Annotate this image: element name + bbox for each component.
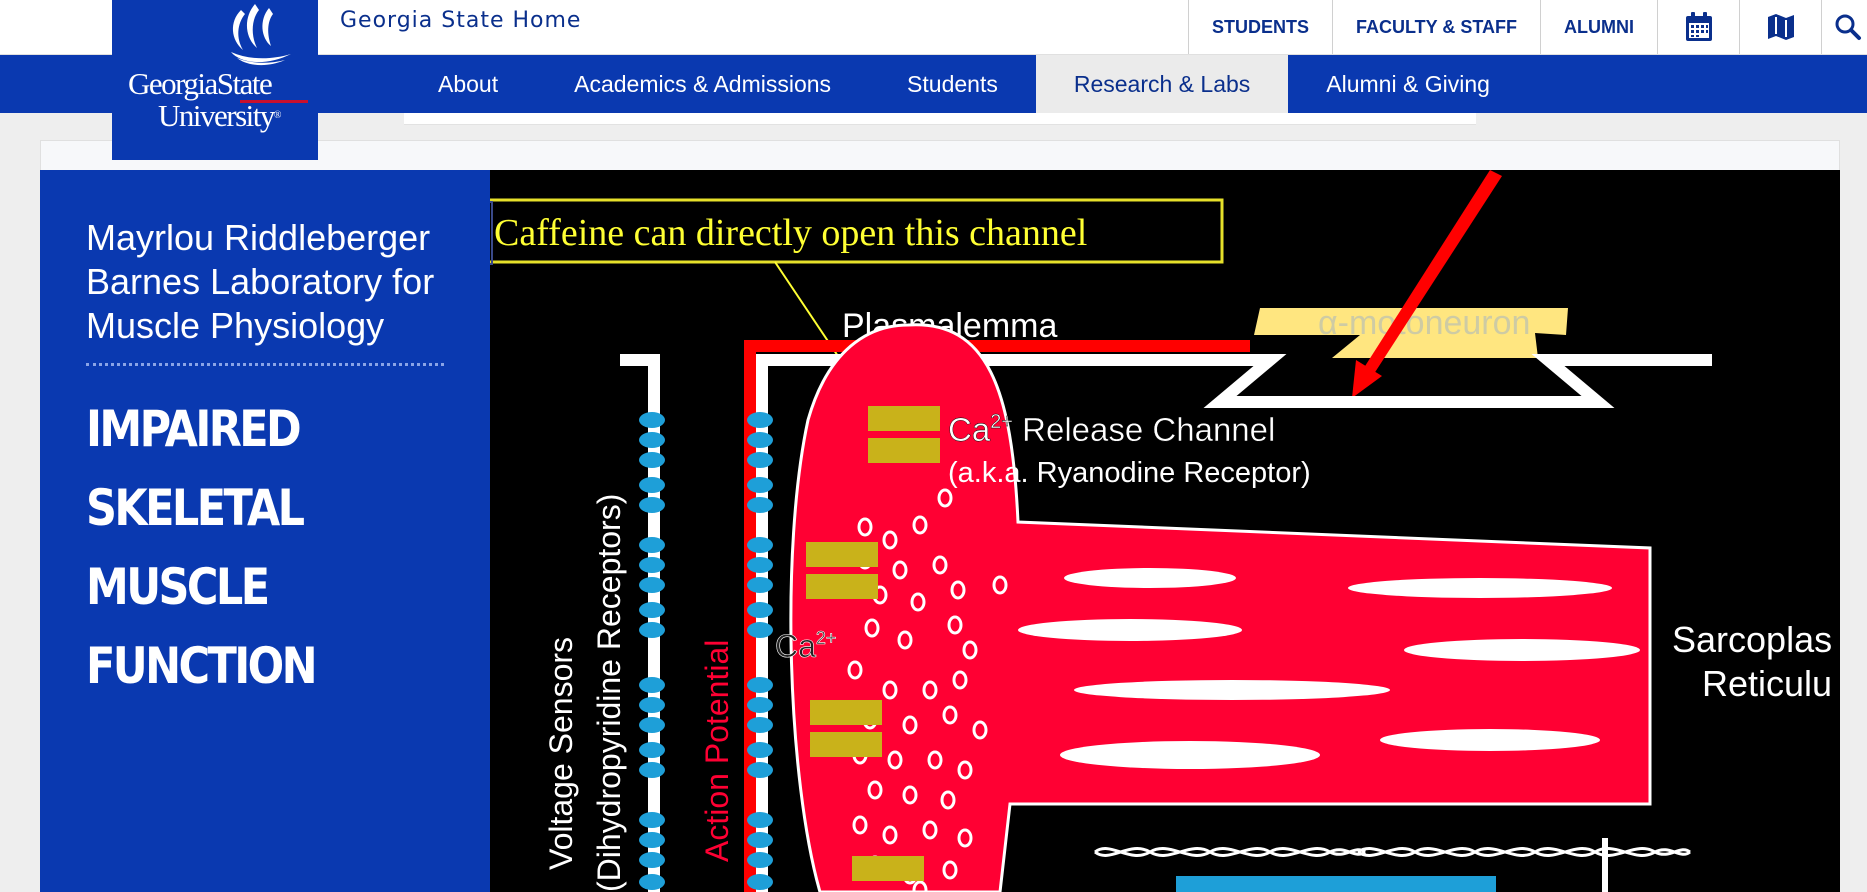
logo-wordmark-line1: GeorgiaState: [128, 66, 273, 101]
alumni-link[interactable]: ALUMNI: [1540, 0, 1657, 54]
callout-text: Caffeine can directly open this channel: [494, 212, 1087, 254]
lab-sidebar: Mayrlou Riddleberger Barnes Laboratory f…: [40, 170, 490, 892]
release-channel-label: Ca2+ Release Channel: [948, 411, 1275, 448]
sarcoplasmic-reticulum: [789, 323, 1652, 892]
nav-dropdown-edge: [404, 113, 1476, 125]
motor-arrowhead: [1352, 360, 1382, 398]
nav-item-alumni-giving[interactable]: Alumni & Giving: [1326, 70, 1490, 97]
map-icon[interactable]: [1739, 0, 1821, 54]
ryanodine-receptors: [806, 406, 940, 881]
lab-name: Mayrlou Riddleberger Barnes Laboratory f…: [86, 217, 435, 346]
logo-university-text: University: [158, 98, 275, 133]
calcium-label: Ca2+: [775, 628, 836, 664]
sarcoplasmic-label-1: Sarcoplas: [1672, 619, 1832, 660]
page-title: Impaired Skeletal Muscle Function: [86, 400, 318, 695]
nav-item-research-labs[interactable]: Research & Labs: [1035, 55, 1289, 113]
nav-item-students[interactable]: Students: [907, 70, 998, 97]
callout-box: [490, 198, 1224, 264]
membrane-white-top: [756, 354, 1712, 892]
myosin-bar: [1176, 876, 1496, 892]
dihydropyridine-label: (Dihydropyridine Receptors): [591, 494, 627, 892]
lab-divider: [86, 363, 444, 366]
logo-wordmark-line2: University®: [158, 98, 282, 133]
nav-item-academics-admissions[interactable]: Academics & Admissions: [574, 70, 832, 97]
calendar-icon[interactable]: [1657, 0, 1739, 54]
excitation-contraction-diagram: Caffeine can directly open this channel …: [490, 170, 1840, 892]
z-line: [1602, 838, 1608, 892]
students-link[interactable]: STUDENTS: [1187, 0, 1332, 54]
release-channel-rest: Release Channel: [1013, 411, 1275, 448]
utility-links: STUDENTS FACULTY & STAFF ALUMNI: [1187, 0, 1867, 54]
search-icon[interactable]: [1821, 0, 1867, 54]
voltage-sensors-label: Voltage Sensors: [543, 637, 579, 870]
motor-arrow: [1360, 170, 1502, 380]
flame-icon: [231, 4, 291, 66]
release-channel-sup: 2+: [990, 411, 1013, 433]
georgia-state-home-link[interactable]: Georgia State Home: [340, 8, 582, 33]
logo-registered-mark: ®: [273, 110, 282, 121]
action-potential-label: Action Potential: [699, 640, 735, 862]
callout-box-shadow: [490, 201, 493, 265]
voltage-sensors-left: [639, 412, 665, 890]
voltage-sensors-right: [747, 412, 773, 890]
faculty-staff-link[interactable]: FACULTY & STAFF: [1332, 0, 1540, 54]
ryanodine-receptor-label: (a.k.a. Ryanodine Receptor): [948, 457, 1311, 489]
nav-item-about[interactable]: About: [438, 70, 499, 97]
motoneuron-shape: [1254, 308, 1568, 358]
t-tubule-white: [620, 354, 660, 892]
sr-lumen: [1018, 568, 1640, 769]
release-channel-base: Ca: [948, 411, 991, 448]
calcium-label-sup: 2+: [816, 628, 837, 648]
myofilaments: [1094, 847, 1691, 857]
logo-rule: [240, 100, 308, 103]
nav-items: About Academics & Admissions Students Re…: [400, 55, 1528, 113]
motoneuron-label: α-motoneuron: [1318, 304, 1530, 342]
calcium-label-base: Ca: [775, 628, 816, 664]
gsu-logo[interactable]: GeorgiaState University®: [112, 0, 318, 160]
sarcoplasmic-label-2: Reticulu: [1702, 663, 1832, 704]
